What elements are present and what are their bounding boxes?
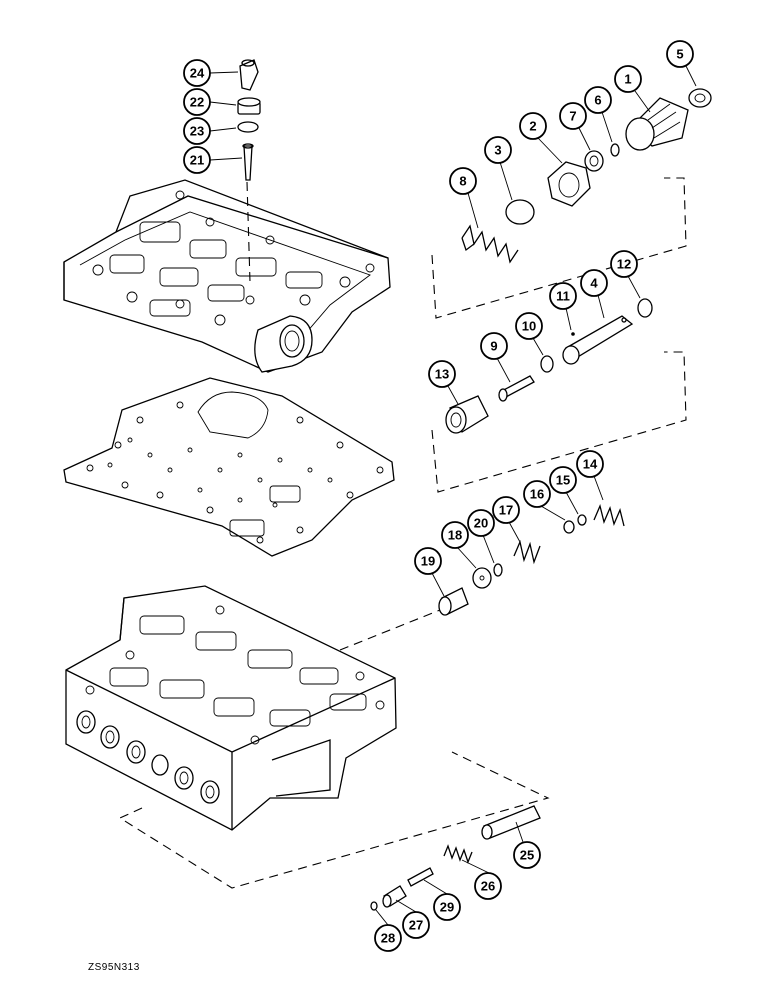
assembly-line-19	[339, 609, 441, 651]
part-24-fitting	[239, 59, 259, 91]
svg-text:6: 6	[594, 93, 601, 108]
svg-text:12: 12	[617, 257, 631, 272]
part-3-o-ring	[505, 199, 535, 225]
svg-text:11: 11	[556, 289, 570, 304]
callout-28: 28	[374, 924, 402, 952]
svg-text:14: 14	[583, 457, 598, 472]
svg-text:3: 3	[494, 143, 501, 158]
svg-text:18: 18	[448, 528, 462, 543]
callout-4: 4	[580, 269, 608, 297]
svg-text:23: 23	[190, 124, 204, 139]
callout-8: 8	[449, 167, 477, 195]
svg-text:24: 24	[190, 66, 205, 81]
svg-text:21: 21	[190, 153, 204, 168]
callout-20: 20	[467, 509, 495, 537]
svg-text:29: 29	[440, 900, 454, 915]
svg-text:7: 7	[569, 109, 576, 124]
part-9-poppet	[498, 375, 535, 402]
separator-gasket	[63, 377, 395, 557]
assembly-box-middle	[431, 351, 687, 493]
callout-21: 21	[183, 146, 211, 174]
callout-24: 24	[183, 59, 211, 87]
svg-text:19: 19	[421, 554, 435, 569]
part-26-spring	[443, 844, 473, 864]
svg-text:27: 27	[409, 918, 423, 933]
callout-19: 19	[414, 547, 442, 575]
part-5-cap	[688, 88, 712, 108]
top-valve-cover	[63, 179, 391, 373]
callout-18: 18	[441, 521, 469, 549]
part-2-hex-nut	[547, 161, 591, 207]
svg-text:13: 13	[435, 367, 449, 382]
part-16-washer	[563, 520, 575, 534]
callout-11: 11	[549, 282, 577, 310]
assembly-box-upper	[431, 177, 687, 319]
svg-text:28: 28	[381, 931, 395, 946]
svg-text:25: 25	[520, 848, 534, 863]
svg-text:15: 15	[556, 473, 570, 488]
part-25-spool	[481, 805, 541, 840]
callout-9: 9	[480, 332, 508, 360]
callout-25: 25	[513, 841, 541, 869]
part-17-spring	[513, 539, 541, 565]
callout-27: 27	[402, 911, 430, 939]
part-10-ring	[540, 355, 554, 373]
callout-15: 15	[549, 466, 577, 494]
part-13-sleeve	[445, 395, 489, 434]
part-15-washer	[577, 514, 587, 526]
svg-text:5: 5	[676, 47, 683, 62]
part-21-screen	[242, 143, 254, 181]
callout-7: 7	[559, 102, 587, 130]
figure-code: ZS95N313	[88, 962, 140, 973]
callout-6: 6	[584, 86, 612, 114]
part-22-plug	[237, 97, 261, 115]
svg-text:22: 22	[190, 95, 204, 110]
part-12-ring	[637, 298, 653, 318]
svg-text:2: 2	[529, 119, 536, 134]
svg-text:17: 17	[499, 503, 513, 518]
main-valve-body	[65, 585, 397, 831]
part-18-washer	[472, 567, 492, 589]
svg-text:1: 1	[624, 72, 631, 87]
callout-26: 26	[474, 872, 502, 900]
callout-13: 13	[428, 360, 456, 388]
part-7-washer	[584, 150, 604, 172]
part-19-piston	[438, 587, 469, 616]
callout-17: 17	[492, 496, 520, 524]
callout-22: 22	[183, 88, 211, 116]
svg-text:9: 9	[490, 339, 497, 354]
callout-14: 14	[576, 450, 604, 478]
part-8-spring	[462, 224, 519, 264]
callout-10: 10	[515, 312, 543, 340]
part-1-valve-housing	[625, 97, 689, 151]
assembly-line-21	[246, 181, 251, 283]
part-4-spool	[562, 315, 634, 365]
callout-29: 29	[433, 893, 461, 921]
svg-text:16: 16	[530, 487, 544, 502]
callout-2: 2	[519, 112, 547, 140]
callout-16: 16	[523, 480, 551, 508]
part-6-ring	[610, 143, 620, 157]
part-14-spring	[593, 503, 625, 527]
svg-text:4: 4	[590, 276, 598, 291]
part-28-ring	[370, 901, 378, 911]
svg-text:8: 8	[459, 174, 466, 189]
part-23-o-ring	[237, 121, 259, 133]
callout-5: 5	[666, 40, 694, 68]
leader-lines	[209, 65, 697, 926]
svg-text:10: 10	[522, 319, 536, 334]
callout-3: 3	[484, 136, 512, 164]
part-11-pin	[571, 332, 575, 336]
svg-text:26: 26	[481, 879, 495, 894]
callout-1: 1	[614, 65, 642, 93]
part-20-ring	[493, 563, 503, 577]
assembly-box-lower	[118, 751, 550, 889]
part-27-plug	[382, 885, 407, 908]
callout-12: 12	[610, 250, 638, 278]
svg-text:20: 20	[474, 516, 488, 531]
callout-23: 23	[183, 117, 211, 145]
part-29-pin	[407, 867, 434, 887]
